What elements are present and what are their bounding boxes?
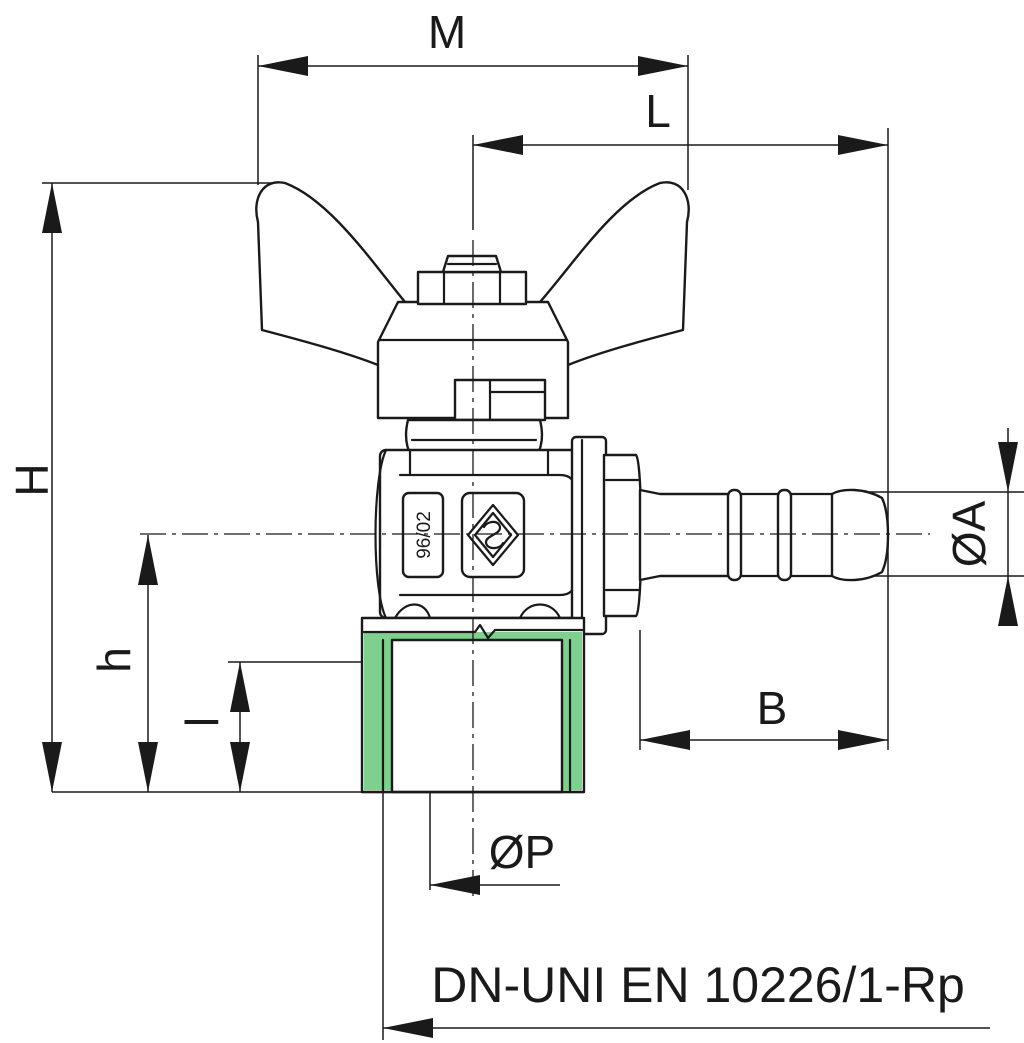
label-thread-length: l: [176, 717, 228, 727]
dimension-l: L: [472, 85, 889, 750]
threaded-socket: [360, 616, 586, 794]
centerlines: [140, 240, 930, 900]
hose-fitting: [570, 435, 890, 636]
label-diameter-a: ØA: [943, 500, 995, 567]
thread-highlight: [364, 632, 582, 790]
label-h-total: H: [6, 463, 58, 496]
date-stamp-text: 96/02: [414, 511, 435, 559]
thread-standard-text: DN-UNI EN 10226/1-Rp: [431, 957, 965, 1013]
dimension-diameter-p: ØP: [429, 640, 560, 895]
dimension-m: M: [257, 6, 689, 190]
brand-diamond-logo-icon: [460, 491, 526, 579]
dimension-h-axis: h: [88, 535, 158, 792]
label-l: L: [645, 85, 671, 137]
dimension-h-total: H: [6, 182, 380, 793]
label-diameter-p: ØP: [489, 826, 555, 878]
dimension-thread-length: l: [176, 661, 560, 792]
dimension-b: B: [639, 630, 888, 750]
label-h-axis: h: [88, 647, 140, 673]
label-b: B: [757, 682, 788, 734]
date-stamp: 96/02: [401, 491, 445, 579]
dimension-diameter-a: ØA: [860, 428, 1024, 626]
label-m: M: [428, 6, 466, 58]
thread-standard-reference: DN-UNI EN 10226/1-Rp: [382, 792, 990, 1040]
